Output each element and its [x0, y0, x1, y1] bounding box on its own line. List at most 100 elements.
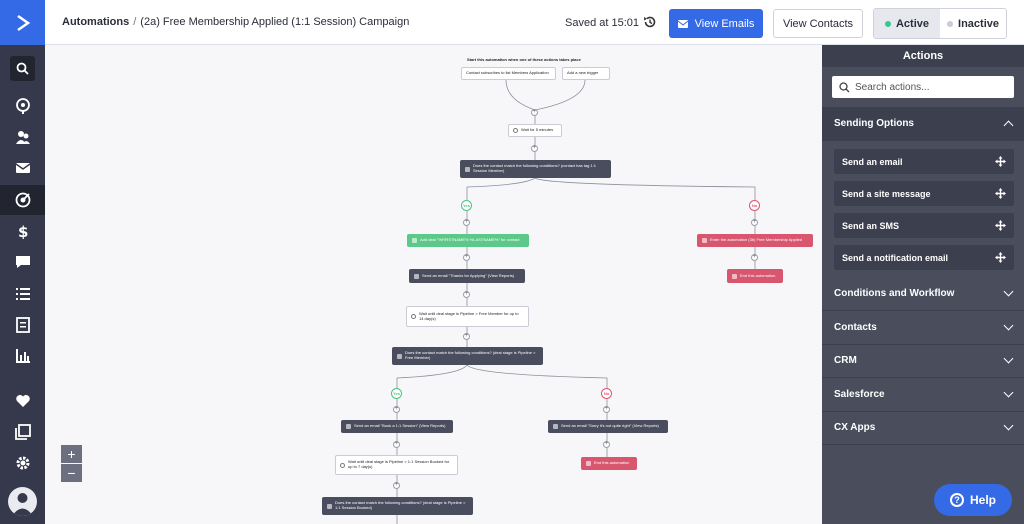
contacts-icon[interactable]: [0, 122, 45, 152]
status-toggle: Active Inactive: [873, 8, 1007, 39]
wait-until-node[interactable]: Wait until deal stage is Pipeline > 1:1 …: [335, 455, 458, 475]
send-email-node[interactable]: Send an email "Thanks for Applying" (Vie…: [409, 269, 525, 283]
add-step-plus-icon[interactable]: +: [393, 441, 400, 448]
add-step-plus-icon[interactable]: +: [463, 219, 470, 226]
add-step-plus-icon[interactable]: +: [463, 291, 470, 298]
mail-icon: [553, 424, 558, 429]
mail-icon: [346, 424, 351, 429]
rocket-icon[interactable]: [0, 91, 45, 121]
add-step-plus-icon[interactable]: +: [603, 441, 610, 448]
add-deal-label: Add deal "%FIRSTNAME% %LASTNAME%" for co…: [420, 237, 520, 243]
search-actions-input[interactable]: [855, 81, 1005, 93]
condition-node[interactable]: Does the contact match the following con…: [322, 497, 473, 515]
search-icon: [839, 81, 850, 92]
action-send-sms[interactable]: Send an SMS: [834, 213, 1014, 238]
breadcrumb: Automations/(2a) Free Membership Applied…: [62, 16, 409, 28]
flow-connectors: [396, 79, 756, 524]
automation-title[interactable]: (2a) Free Membership Applied (1:1 Sessio…: [140, 16, 410, 28]
end-automation-node[interactable]: End this automation: [727, 269, 783, 283]
send-email-label: Send an email "Sorry it's not quite righ…: [561, 423, 659, 429]
chevron-down-icon: [1003, 387, 1014, 398]
chevron-up-icon: [1003, 120, 1014, 130]
heart-icon[interactable]: [0, 386, 45, 416]
history-icon[interactable]: [643, 15, 657, 29]
section-salesforce[interactable]: Salesforce: [822, 378, 1024, 412]
automation-icon[interactable]: [0, 185, 45, 215]
send-email-node[interactable]: Send an email "Book a 1:1 Session" (View…: [341, 420, 453, 433]
actions-panel: Actions Sending Options Send an email Se…: [822, 45, 1024, 524]
chevron-down-icon: [1003, 286, 1014, 297]
action-send-site-message[interactable]: Send a site message: [834, 181, 1014, 206]
add-step-plus-icon[interactable]: +: [603, 406, 610, 413]
condition-icon: [327, 503, 332, 509]
help-icon: ?: [949, 493, 964, 507]
add-step-plus-icon[interactable]: +: [463, 254, 470, 261]
section-label: Contacts: [834, 322, 877, 333]
add-deal-node[interactable]: Add deal "%FIRSTNAME% %LASTNAME%" for co…: [407, 234, 529, 247]
forms-icon[interactable]: [0, 310, 45, 340]
logo-icon[interactable]: [0, 0, 45, 45]
section-contacts[interactable]: Contacts: [822, 311, 1024, 345]
section-sending-options[interactable]: Sending Options: [822, 107, 1024, 141]
add-step-plus-icon[interactable]: +: [531, 109, 538, 116]
chat-icon[interactable]: [0, 247, 45, 277]
condition-label: Does the contact match the following con…: [335, 500, 466, 510]
wait-node[interactable]: Wait for 5 minutes: [508, 124, 562, 137]
zoom-in-button[interactable]: +: [61, 445, 82, 463]
drag-move-icon: [995, 252, 1006, 263]
end-automation-node[interactable]: End this automation: [581, 457, 637, 470]
view-contacts-button[interactable]: View Contacts: [773, 9, 863, 38]
avatar[interactable]: [8, 487, 37, 516]
condition-label: Does the contact match the following con…: [405, 350, 536, 360]
send-email-node[interactable]: Send an email "Sorry it's not quite righ…: [548, 420, 668, 433]
condition-node[interactable]: Does the contact match the following con…: [392, 347, 543, 365]
action-send-notification-email[interactable]: Send a notification email: [834, 245, 1014, 270]
section-label: Salesforce: [834, 389, 885, 400]
add-trigger-button[interactable]: Add a new trigger: [562, 67, 610, 80]
zoom-out-button[interactable]: −: [61, 464, 82, 482]
view-emails-button[interactable]: View Emails: [669, 9, 763, 38]
search-icon[interactable]: [10, 56, 35, 81]
active-dot-icon: [884, 20, 891, 27]
stop-icon: [732, 273, 737, 279]
top-header: Automations/(2a) Free Membership Applied…: [45, 0, 1024, 45]
actions-panel-title: Actions: [822, 45, 1024, 67]
end-automation-label: End this automation: [740, 272, 776, 278]
automation-canvas[interactable]: Start this automation when one of these …: [45, 45, 822, 524]
help-button[interactable]: ? Help: [934, 484, 1012, 516]
pages-icon[interactable]: [0, 417, 45, 447]
add-step-plus-icon[interactable]: +: [463, 333, 470, 340]
left-nav-rail: $: [0, 0, 45, 524]
section-conditions-workflow[interactable]: Conditions and Workflow: [822, 277, 1024, 311]
add-step-plus-icon[interactable]: +: [393, 482, 400, 489]
add-step-plus-icon[interactable]: +: [531, 145, 538, 152]
dollar-icon[interactable]: $: [0, 216, 45, 246]
add-step-plus-icon[interactable]: +: [751, 219, 758, 226]
wait-until-label: Wait until deal stage is Pipeline > Free…: [419, 310, 519, 321]
mail-icon[interactable]: [0, 153, 45, 183]
action-label: Send a site message: [842, 188, 931, 199]
branch-yes-badge: Yes: [391, 388, 402, 399]
list-icon[interactable]: [0, 279, 45, 309]
deal-icon: [412, 238, 417, 243]
svg-text:$: $: [18, 223, 28, 239]
breadcrumb-automations-link[interactable]: Automations: [62, 16, 130, 28]
automation-icon: [702, 238, 707, 243]
action-label: Send a notification email: [842, 252, 949, 263]
trigger-node[interactable]: Contact subscribes to list Members Appli…: [461, 67, 556, 80]
settings-icon[interactable]: [0, 448, 45, 478]
add-step-plus-icon[interactable]: +: [393, 406, 400, 413]
view-emails-label: View Emails: [694, 17, 755, 30]
reports-icon[interactable]: [0, 341, 45, 371]
section-cx-apps[interactable]: CX Apps: [822, 411, 1024, 445]
action-send-email[interactable]: Send an email: [834, 149, 1014, 174]
add-step-plus-icon[interactable]: +: [751, 254, 758, 261]
section-crm[interactable]: CRM: [822, 344, 1024, 378]
clock-icon: [411, 314, 416, 319]
status-inactive-option[interactable]: Inactive: [940, 9, 1006, 38]
condition-label: Does the contact match the following con…: [473, 163, 596, 173]
wait-until-node[interactable]: Wait until deal stage is Pipeline > Free…: [406, 306, 529, 327]
condition-node[interactable]: Does the contact match the following con…: [460, 160, 611, 178]
enter-automation-node[interactable]: Enter the automation (3b) Free Membershi…: [697, 234, 813, 247]
status-active-option[interactable]: Active: [874, 9, 940, 38]
